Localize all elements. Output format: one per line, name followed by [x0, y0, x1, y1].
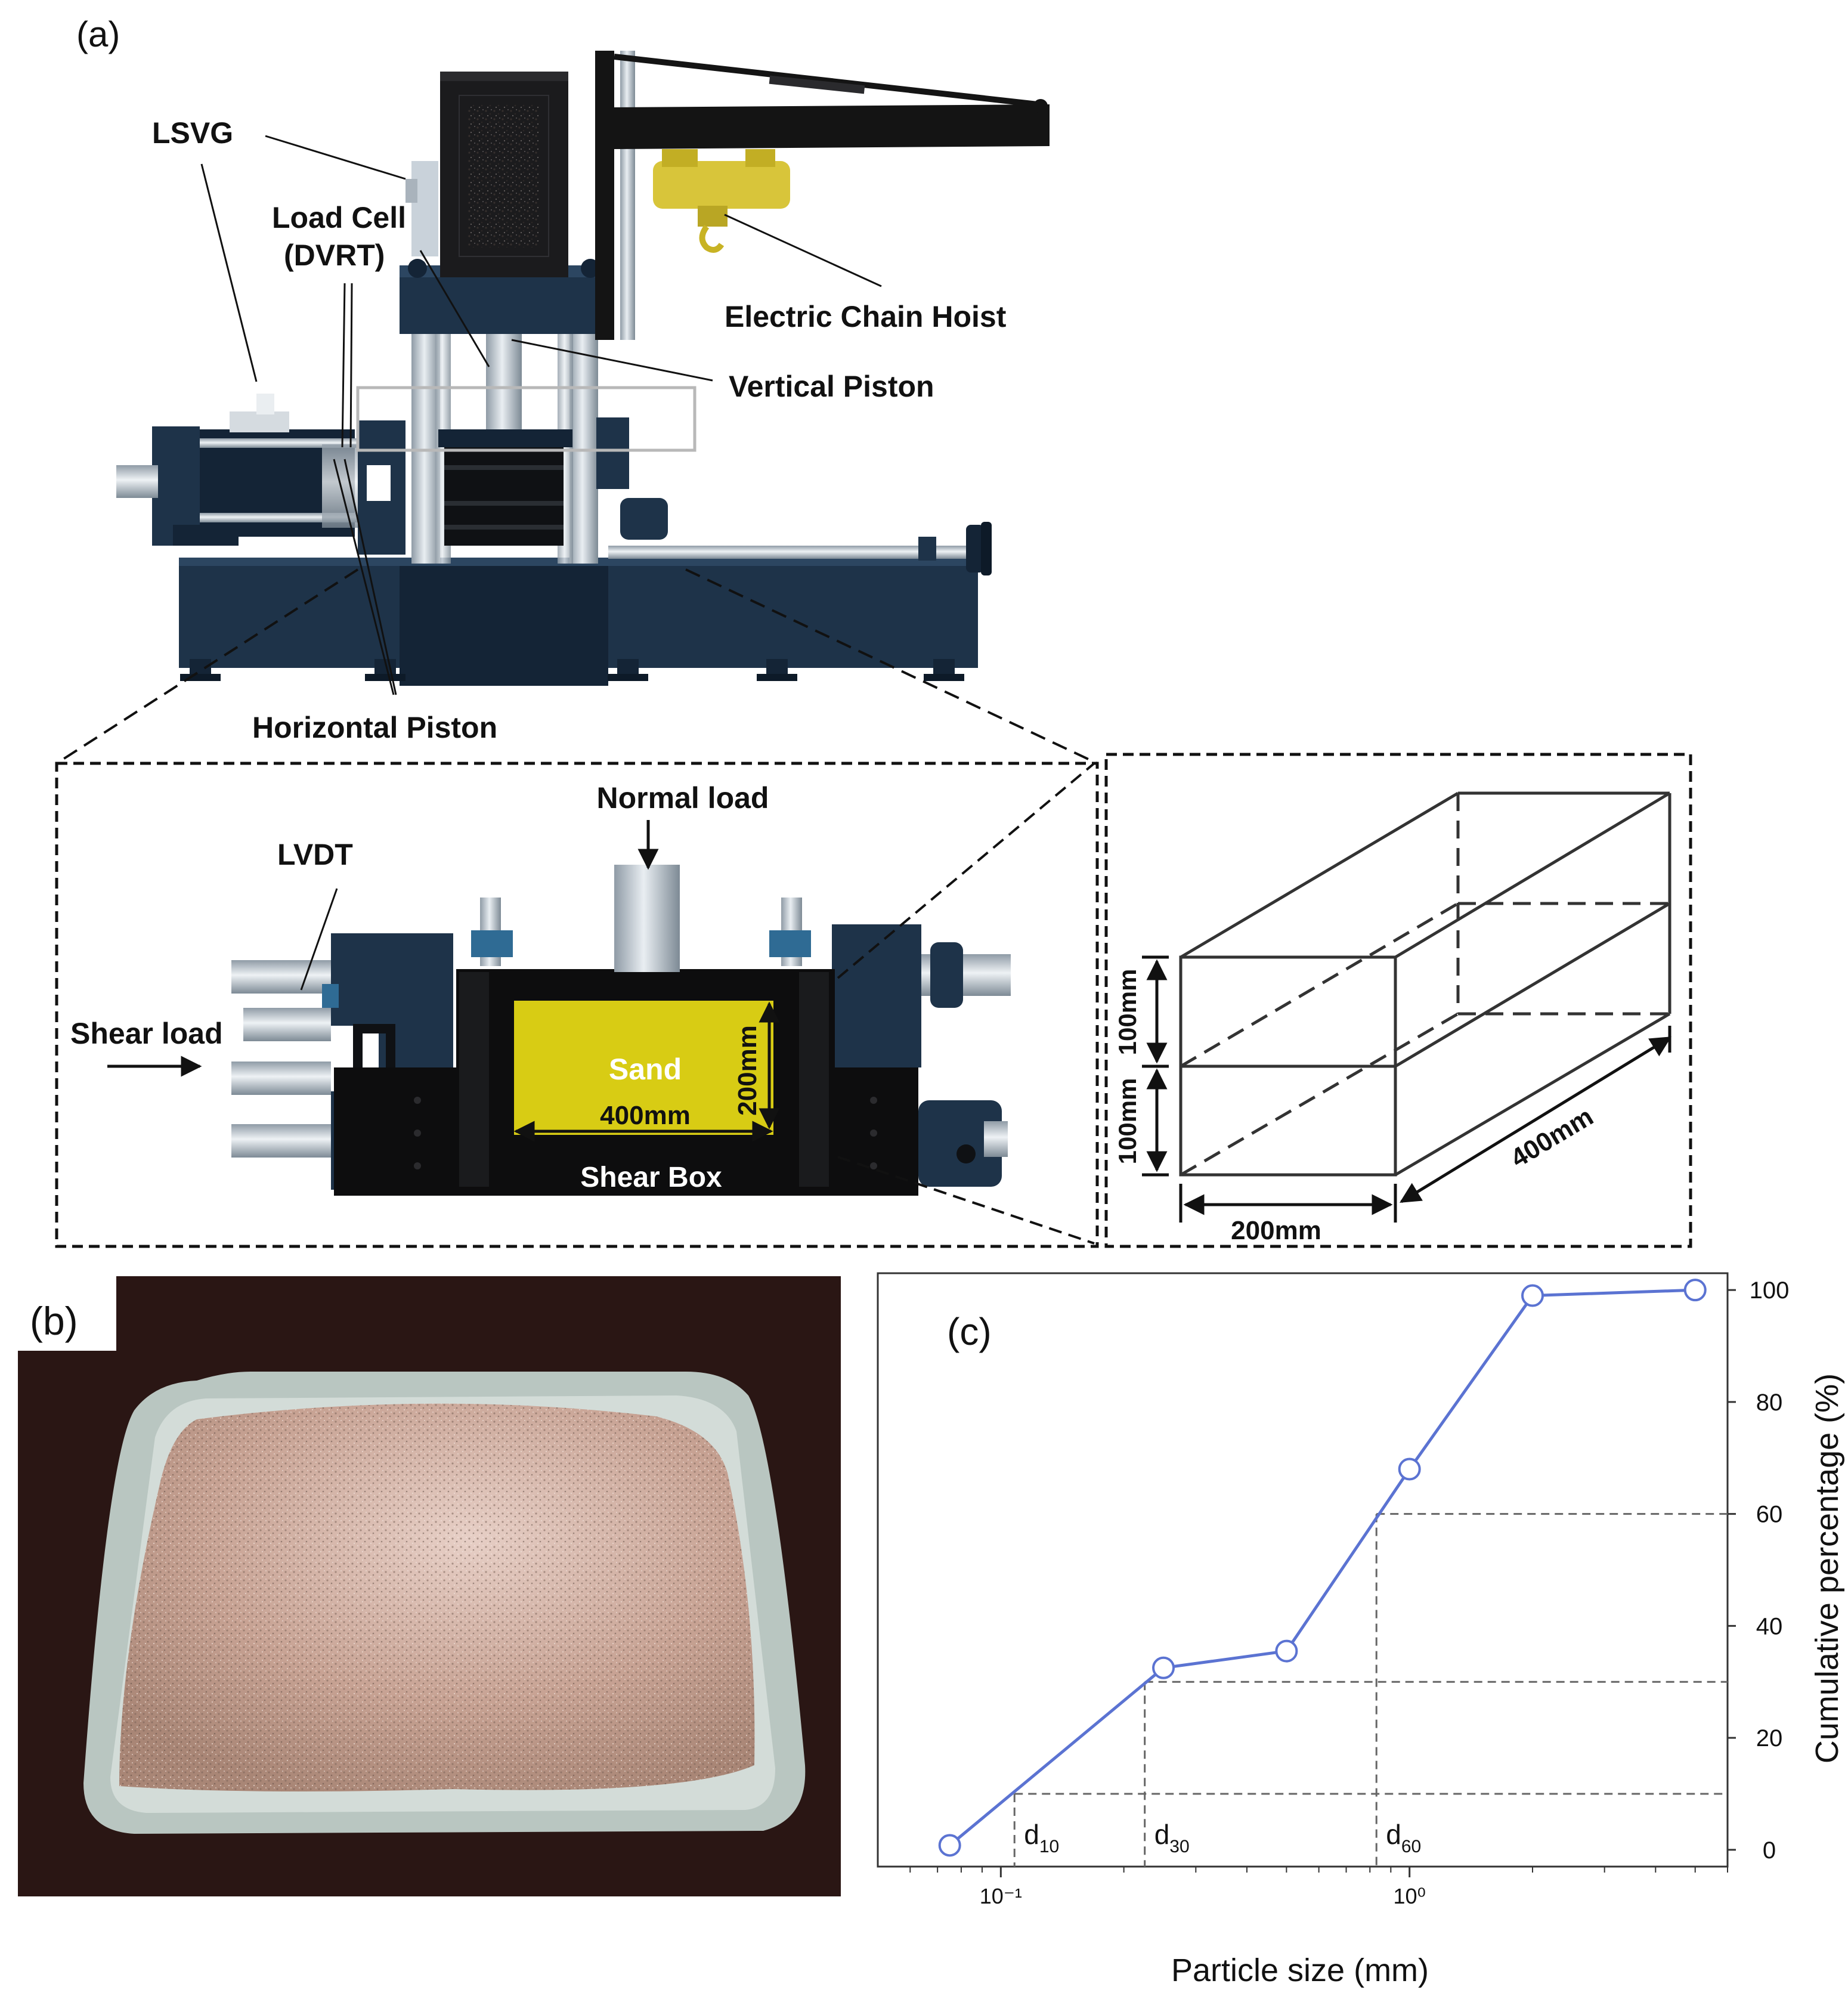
label-upper-height: 100mm — [1113, 969, 1141, 1056]
label-vertical-piston: Vertical Piston — [729, 370, 934, 403]
y-tick-label: 60 — [1756, 1502, 1783, 1528]
reference-label-subscript: 10 — [1039, 1837, 1059, 1856]
zoom-lines — [55, 568, 1098, 765]
data-point — [1152, 1656, 1175, 1679]
label-200mm-box: 200mm — [733, 1025, 762, 1116]
y-tick-label: 0 — [1763, 1837, 1776, 1864]
label-dvrt: (DVRT) — [284, 239, 385, 272]
y-tick-label: 80 — [1756, 1390, 1783, 1416]
leader-lines — [200, 135, 882, 695]
y-tick-label: 40 — [1756, 1613, 1783, 1639]
y-tick-label: 20 — [1756, 1725, 1783, 1751]
label-load-cell: Load Cell — [272, 201, 406, 234]
plot-frame — [877, 1272, 1729, 1868]
shear-box-detail: Sand 400mm 200mm Shear Box Normal load L… — [55, 762, 1099, 1248]
panel-b-label: (b) — [30, 1299, 78, 1343]
data-point — [1521, 1284, 1544, 1307]
label-width: 200mm — [1231, 1216, 1321, 1245]
label-lsvg: LSVG — [152, 116, 233, 150]
label-lvdt: LVDT — [277, 838, 353, 871]
data-point — [1275, 1639, 1298, 1663]
label-depth: 400mm — [1506, 1102, 1598, 1174]
label-electric-chain-hoist: Electric Chain Hoist — [725, 300, 1007, 333]
electric-chain-hoist — [653, 149, 790, 253]
x-axis-label: Particle size (mm) — [1171, 1952, 1429, 1988]
x-tick-label: 10⁻¹ — [980, 1884, 1022, 1908]
panel-a-label: (a) — [76, 14, 120, 54]
panel-b: (b) — [18, 1276, 841, 1896]
label-horizontal-piston: Horizontal Piston — [252, 711, 497, 744]
label-shear-load: Shear load — [70, 1017, 223, 1050]
data-point — [1398, 1457, 1421, 1481]
label-lower-height: 100mm — [1113, 1078, 1141, 1165]
x-tick-label: 10⁰ — [1393, 1884, 1425, 1908]
label-sand: Sand — [609, 1053, 682, 1086]
series-line — [949, 1288, 1695, 1847]
label-normal-load: Normal load — [597, 781, 769, 815]
panel-a: (a) — [55, 14, 1692, 1248]
y-axis-label: Cumulative percentage (%) — [1809, 1373, 1845, 1763]
panel-c-label: (c) — [947, 1310, 992, 1353]
label-shear-box: Shear Box — [580, 1162, 722, 1193]
data-point — [938, 1834, 961, 1857]
x-ticks: 10⁻¹ 10⁰ — [909, 1867, 1728, 1908]
series-points — [938, 1279, 1707, 1857]
direct-shear-machine — [116, 51, 1050, 686]
y-ticks: 0 20 40 60 80 100 — [1728, 1277, 1789, 1864]
reference-label-subscript: 60 — [1401, 1837, 1421, 1856]
label-400mm-box: 400mm — [600, 1101, 691, 1130]
data-line — [949, 1288, 1695, 1847]
data-point — [1683, 1279, 1707, 1302]
cabinet-vents — [468, 104, 540, 247]
y-tick-label: 100 — [1750, 1277, 1790, 1304]
box-dimension-drawing — [1104, 753, 1692, 1248]
reference-label-subscript: 30 — [1169, 1837, 1189, 1856]
